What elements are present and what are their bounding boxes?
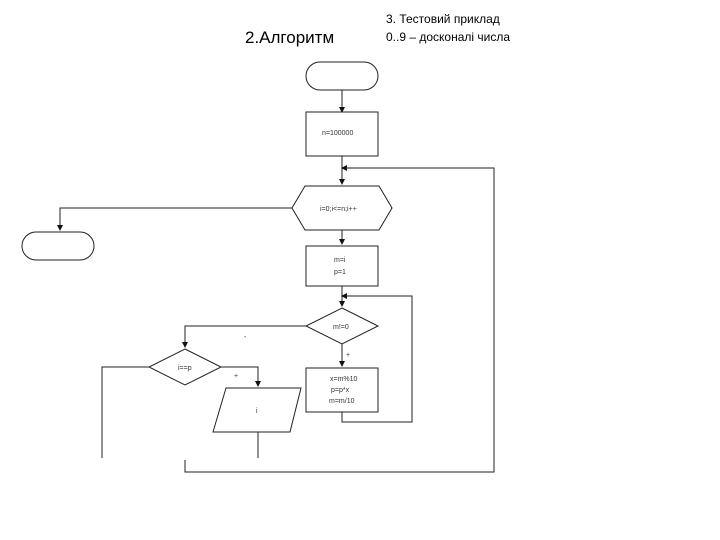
output-label: i	[256, 408, 258, 415]
test-heading: 3. Тестовий приклад	[386, 12, 500, 26]
process-assign-label-1: m=i	[334, 257, 346, 264]
process-assign-label-2: p=1	[334, 269, 346, 276]
edge-decision-i-false	[101, 366, 149, 458]
edge-decision-i-true	[221, 366, 261, 387]
process-body-label-2: p=p*x	[331, 387, 350, 394]
process-init-label: n=100000	[322, 130, 353, 137]
process-body	[305, 367, 379, 413]
edge-decision-m-false	[182, 325, 306, 348]
test-result: 0..9 – досконалі числа	[386, 30, 511, 44]
output-parallelogram	[212, 387, 302, 433]
edge-outer-return	[184, 165, 495, 473]
edge-false-label: -	[244, 334, 247, 341]
end-terminator	[21, 231, 95, 261]
start-terminator	[305, 61, 379, 91]
edge-true-label: +	[234, 373, 238, 380]
process-body-label-1: x=m%10	[330, 376, 358, 383]
loop-label: i=0;i<=n;i++	[320, 206, 357, 213]
test-example: 3. Тестовий приклад 0..9 – досконалі чис…	[386, 10, 510, 46]
decision-i-label: i==p	[178, 365, 192, 372]
edge-body-loopback	[341, 293, 413, 423]
edge-m-true-label: +	[346, 352, 350, 359]
decision-i	[147, 348, 223, 386]
process-assign	[305, 245, 379, 287]
decision-m-label: m!=0	[333, 324, 349, 331]
slide-title: 2.Алгоритм	[245, 28, 335, 47]
edge-loop-exit	[57, 207, 292, 231]
process-body-label-3: m=m/10	[329, 398, 355, 405]
